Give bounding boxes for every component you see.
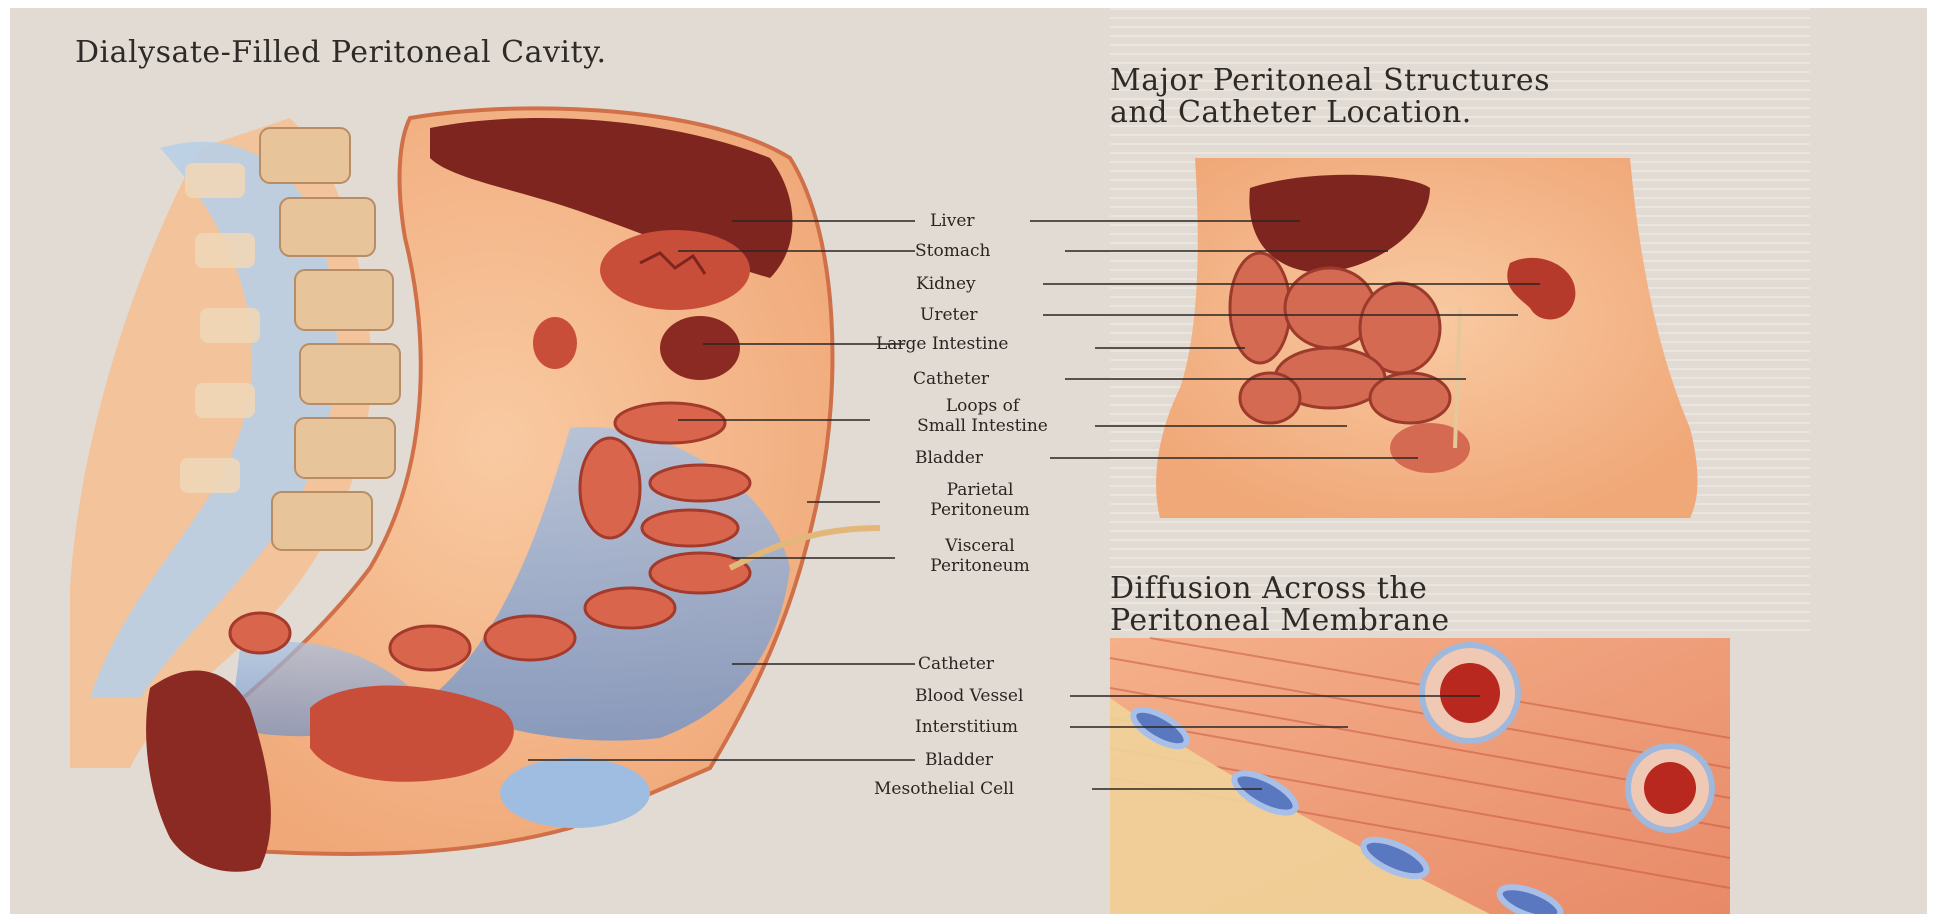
label-stomach: Stomach [915, 241, 990, 261]
label-kidney: Kidney [916, 274, 976, 294]
membrane-inset [1110, 638, 1730, 914]
label-catheter-upper: Catheter [913, 369, 989, 389]
label-loops-line2: Small Intestine [870, 416, 1095, 436]
label-ureter: Ureter [920, 305, 978, 325]
label-visceral-line2: Peritoneum [880, 556, 1080, 576]
title-bottom-right-line2: Peritoneal Membrane [1110, 604, 1450, 638]
label-parietal-line1: Parietal [880, 480, 1080, 500]
label-liver: Liver [930, 211, 975, 231]
bladder-shape [500, 758, 650, 828]
title-bottom-right-line1: Diffusion Across the [1110, 572, 1427, 606]
illustration-canvas: Dialysate-Filled Peritoneal Cavity. Majo… [10, 8, 1927, 914]
label-large-intestine: Large Intestine [876, 334, 1008, 354]
title-left: Dialysate-Filled Peritoneal Cavity. [75, 36, 607, 70]
title-top-right-line1: Major Peritoneal Structures [1110, 64, 1550, 98]
label-visceral-line1: Visceral [880, 536, 1080, 556]
sagittal-section [70, 108, 880, 871]
label-interstitium: Interstitium [915, 717, 1018, 737]
label-blood-vessel: Blood Vessel [915, 686, 1023, 706]
torso-figure [1156, 158, 1697, 518]
label-loops-line1: Loops of [870, 396, 1095, 416]
label-mesothelial-cell: Mesothelial Cell [874, 779, 1014, 799]
label-parietal-line2: Peritoneum [880, 500, 1080, 520]
label-bladder-upper: Bladder [915, 448, 983, 468]
title-top-right-line2: and Catheter Location. [1110, 96, 1472, 130]
label-bladder-lower: Bladder [925, 750, 993, 770]
label-catheter-lower: Catheter [918, 654, 994, 674]
